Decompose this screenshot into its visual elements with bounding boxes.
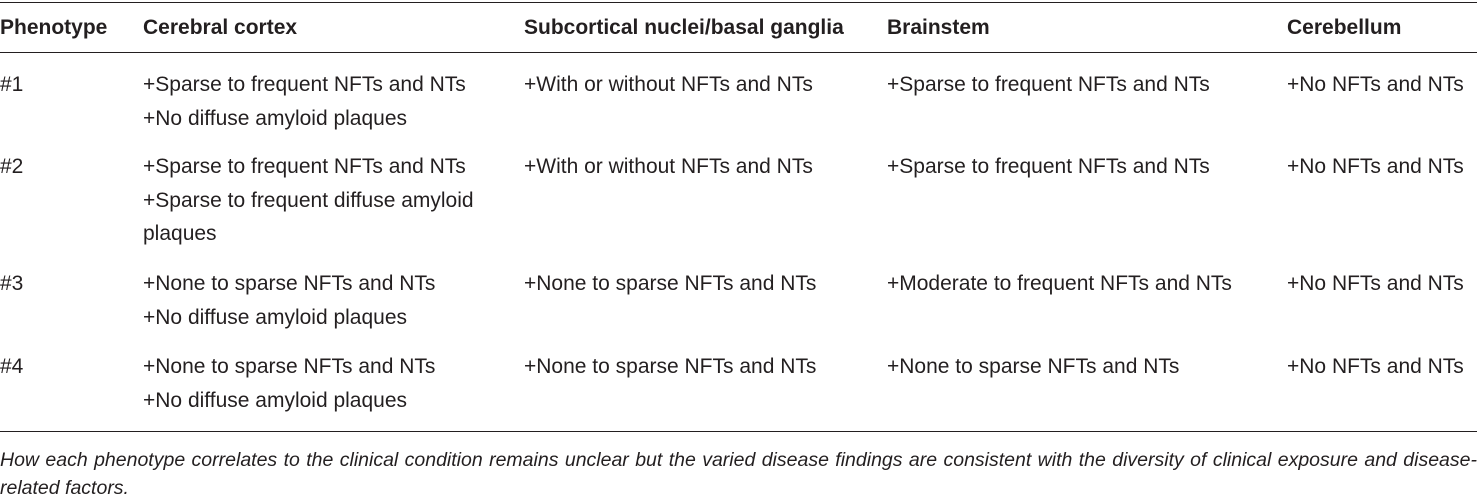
row-1-cortex-line-2: +No diffuse amyloid plaques [143, 106, 408, 130]
row-3-cerebellum: +No NFTs and NTs [1287, 272, 1464, 295]
row-4-cerebellum: +No NFTs and NTs [1287, 355, 1464, 378]
header-phenotype: Phenotype [0, 16, 108, 39]
row-1-cortex: +Sparse to frequent NFTs and NTs +No dif… [143, 68, 466, 135]
row-3-cortex-line-1: +None to sparse NFTs and NTs [143, 272, 436, 295]
row-1-cortex-line-1: +Sparse to frequent NFTs and NTs [143, 73, 466, 96]
row-4-phenotype: #4 [0, 355, 24, 378]
header-rule [0, 52, 1477, 53]
row-3-brainstem: +Moderate to frequent NFTs and NTs [887, 272, 1232, 295]
row-4-cortex-line-2: +No diffuse amyloid plaques [143, 388, 408, 412]
row-1-brainstem: +Sparse to frequent NFTs and NTs [887, 73, 1210, 96]
header-cerebellum: Cerebellum [1287, 16, 1402, 39]
row-4-brainstem: +None to sparse NFTs and NTs [887, 355, 1180, 378]
header-cerebral-cortex: Cerebral cortex [143, 16, 298, 39]
row-3-subcortical: +None to sparse NFTs and NTs [524, 272, 817, 295]
row-1-subcortical: +With or without NFTs and NTs [524, 73, 813, 96]
row-1-cerebellum: +No NFTs and NTs [1287, 73, 1464, 96]
header-brainstem: Brainstem [887, 16, 990, 39]
row-1-phenotype: #1 [0, 73, 24, 96]
header-subcortical: Subcortical nuclei/basal ganglia [524, 16, 844, 39]
row-4-cortex: +None to sparse NFTs and NTs +No diffuse… [143, 350, 435, 417]
row-2-cerebellum: +No NFTs and NTs [1287, 155, 1464, 178]
row-2-cortex-line-2: +Sparse to frequent diffuse amyloid [143, 188, 474, 212]
row-2-cortex-line-3: plaques [143, 222, 217, 245]
row-2-brainstem: +Sparse to frequent NFTs and NTs [887, 155, 1210, 178]
table-top-rule [0, 2, 1477, 3]
row-2-phenotype: #2 [0, 155, 24, 178]
row-4-subcortical: +None to sparse NFTs and NTs [524, 355, 817, 378]
row-2-cortex-line-1: +Sparse to frequent NFTs and NTs [143, 155, 466, 178]
row-2-cortex: +Sparse to frequent NFTs and NTs +Sparse… [143, 150, 474, 251]
table-bottom-rule [0, 431, 1477, 432]
row-3-cortex: +None to sparse NFTs and NTs +No diffuse… [143, 267, 435, 334]
table-footnote: How each phenotype correlates to the cli… [0, 449, 1477, 499]
row-3-cortex-line-2: +No diffuse amyloid plaques [143, 305, 408, 329]
row-3-phenotype: #3 [0, 272, 24, 295]
row-2-subcortical: +With or without NFTs and NTs [524, 155, 813, 178]
row-4-cortex-line-1: +None to sparse NFTs and NTs [143, 355, 436, 378]
